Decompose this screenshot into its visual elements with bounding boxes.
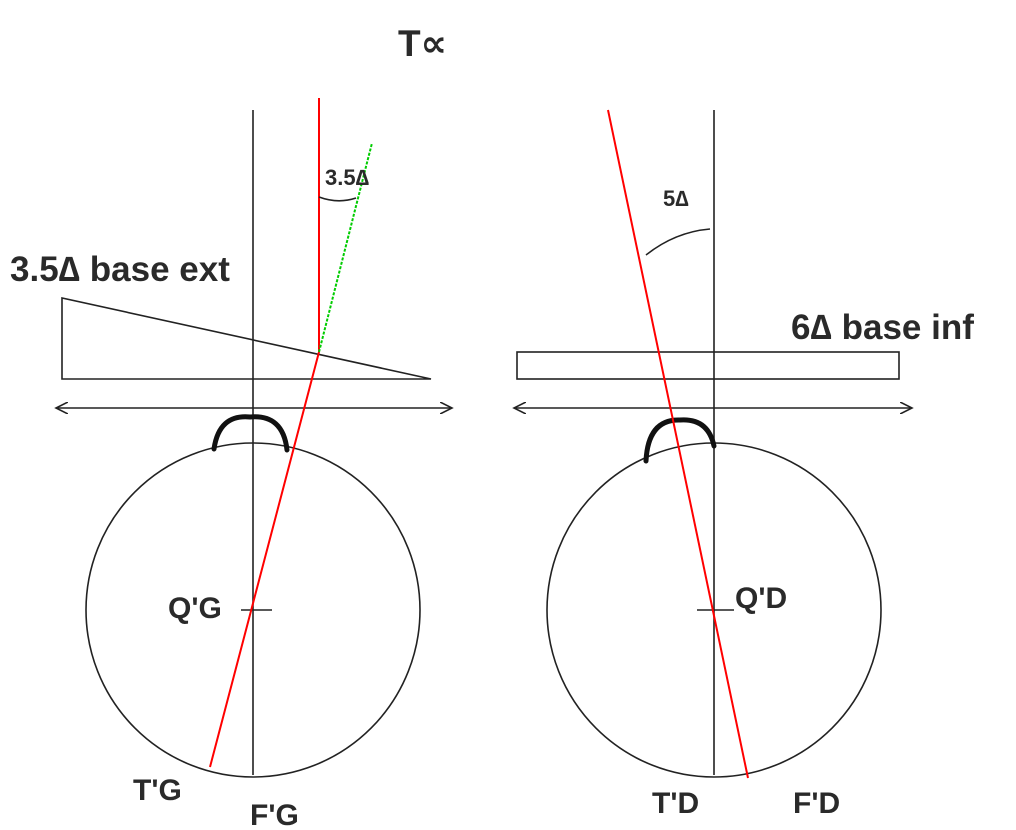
left-cornea bbox=[211, 414, 290, 453]
right-center-label: Q'D bbox=[735, 582, 787, 615]
left-angle-label: 3.5∆ bbox=[325, 165, 369, 190]
left-eyeball bbox=[85, 442, 421, 778]
left-prism-label: 3.5∆ base ext bbox=[10, 250, 230, 289]
right-flat-prism bbox=[516, 351, 900, 380]
target-infinity-label: T∝ bbox=[398, 23, 447, 64]
right-bottom-ray-label: T'D bbox=[652, 787, 699, 820]
left-angle-arc bbox=[318, 196, 357, 202]
right-eye-group: 5∆ 6∆ base inf Q'D T'D F'D bbox=[514, 109, 974, 820]
right-bottom-axis-label: F'D bbox=[793, 787, 840, 820]
right-prism-label: 6∆ base inf bbox=[791, 308, 974, 347]
left-wedge-prism bbox=[61, 297, 432, 380]
left-bottom-ray-label: T'G bbox=[133, 774, 182, 807]
right-red-ray bbox=[607, 109, 749, 779]
left-bottom-axis-label: F'G bbox=[250, 799, 299, 830]
left-red-ray bbox=[209, 98, 320, 768]
right-angle-arc bbox=[645, 228, 711, 256]
left-eye-group: 3.5∆ 3.5∆ base ext Q'G T'G F'G bbox=[10, 98, 452, 830]
left-center-label: Q'G bbox=[168, 592, 222, 625]
right-angle-label: 5∆ bbox=[663, 186, 689, 211]
right-cornea bbox=[643, 417, 717, 464]
